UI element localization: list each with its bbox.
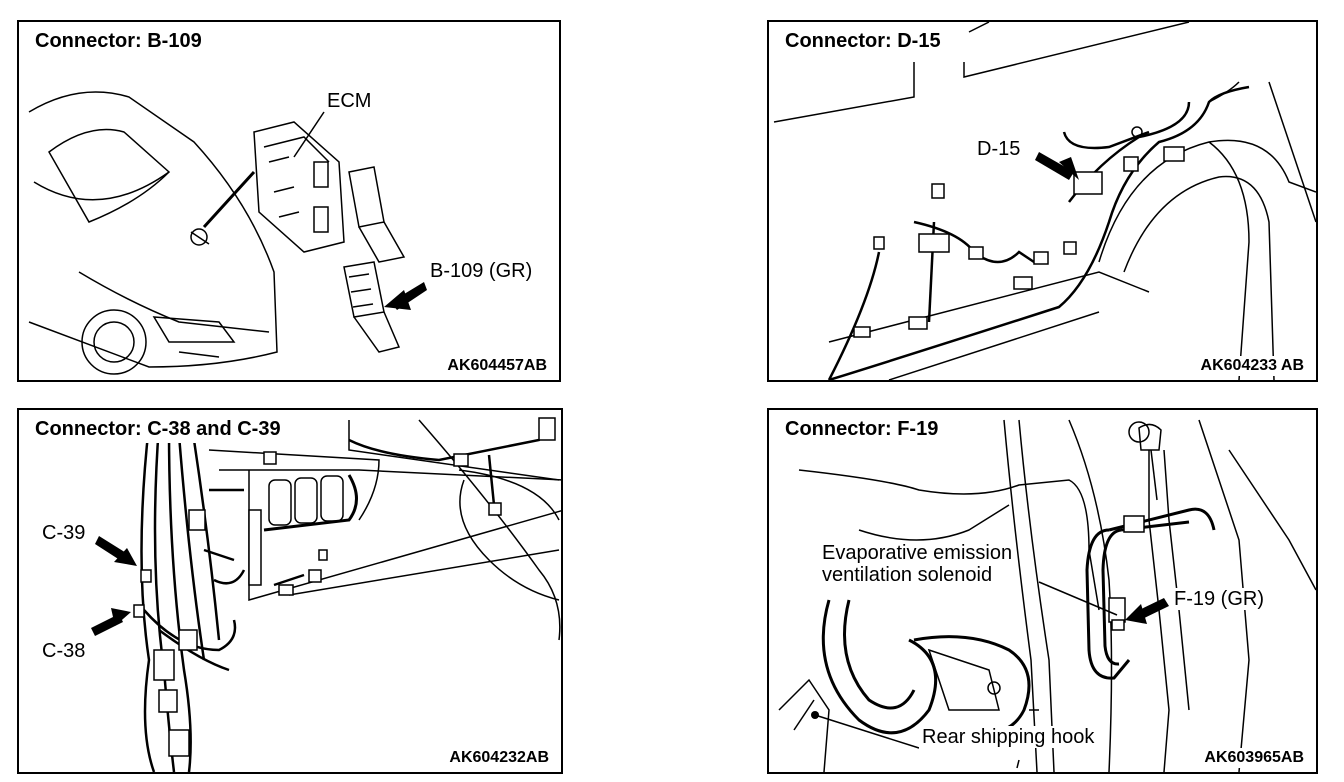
car-ecm-illustration [28,91,427,375]
panel-connector-b109: Connector: B-109 ECM B-109 (GR) AK604457… [17,20,561,382]
callout-c39: C-39 [39,522,89,544]
figure-code: AK604232AB [447,748,551,768]
figure-code: AK604233 AB [1198,356,1306,376]
callout-b109: B-109 (GR) [427,260,536,282]
callout-ecm: ECM [324,90,375,112]
callout-rear-shipping-hook: Rear shipping hook [919,726,1098,748]
figure-code: AK603965AB [1202,748,1306,768]
panel-connector-f19: Connector: F-19 Evaporative emission ven… [767,408,1318,774]
callout-f19: F-19 (GR) [1171,588,1267,610]
callout-c38: C-38 [39,640,89,662]
figure-code: AK604457AB [445,356,549,376]
panel-title: Connector: F-19 [781,416,943,443]
panel-title: Connector: D-15 [781,28,945,55]
callout-d15: D-15 [974,138,1024,160]
callout-evap-solenoid: Evaporative emission ventilation solenoi… [819,542,1016,586]
panel-connector-d15: Connector: D-15 D-15 AK604233 AB [767,20,1318,382]
panel-connector-c38-c39: Connector: C-38 and C-39 C-39 C-38 AK604… [17,408,563,774]
harness-c38-c39-illustration [91,417,561,772]
panel-title: Connector: B-109 [31,28,206,55]
harness-d15-illustration [773,22,1316,380]
panel-title: Connector: C-38 and C-39 [31,416,285,443]
